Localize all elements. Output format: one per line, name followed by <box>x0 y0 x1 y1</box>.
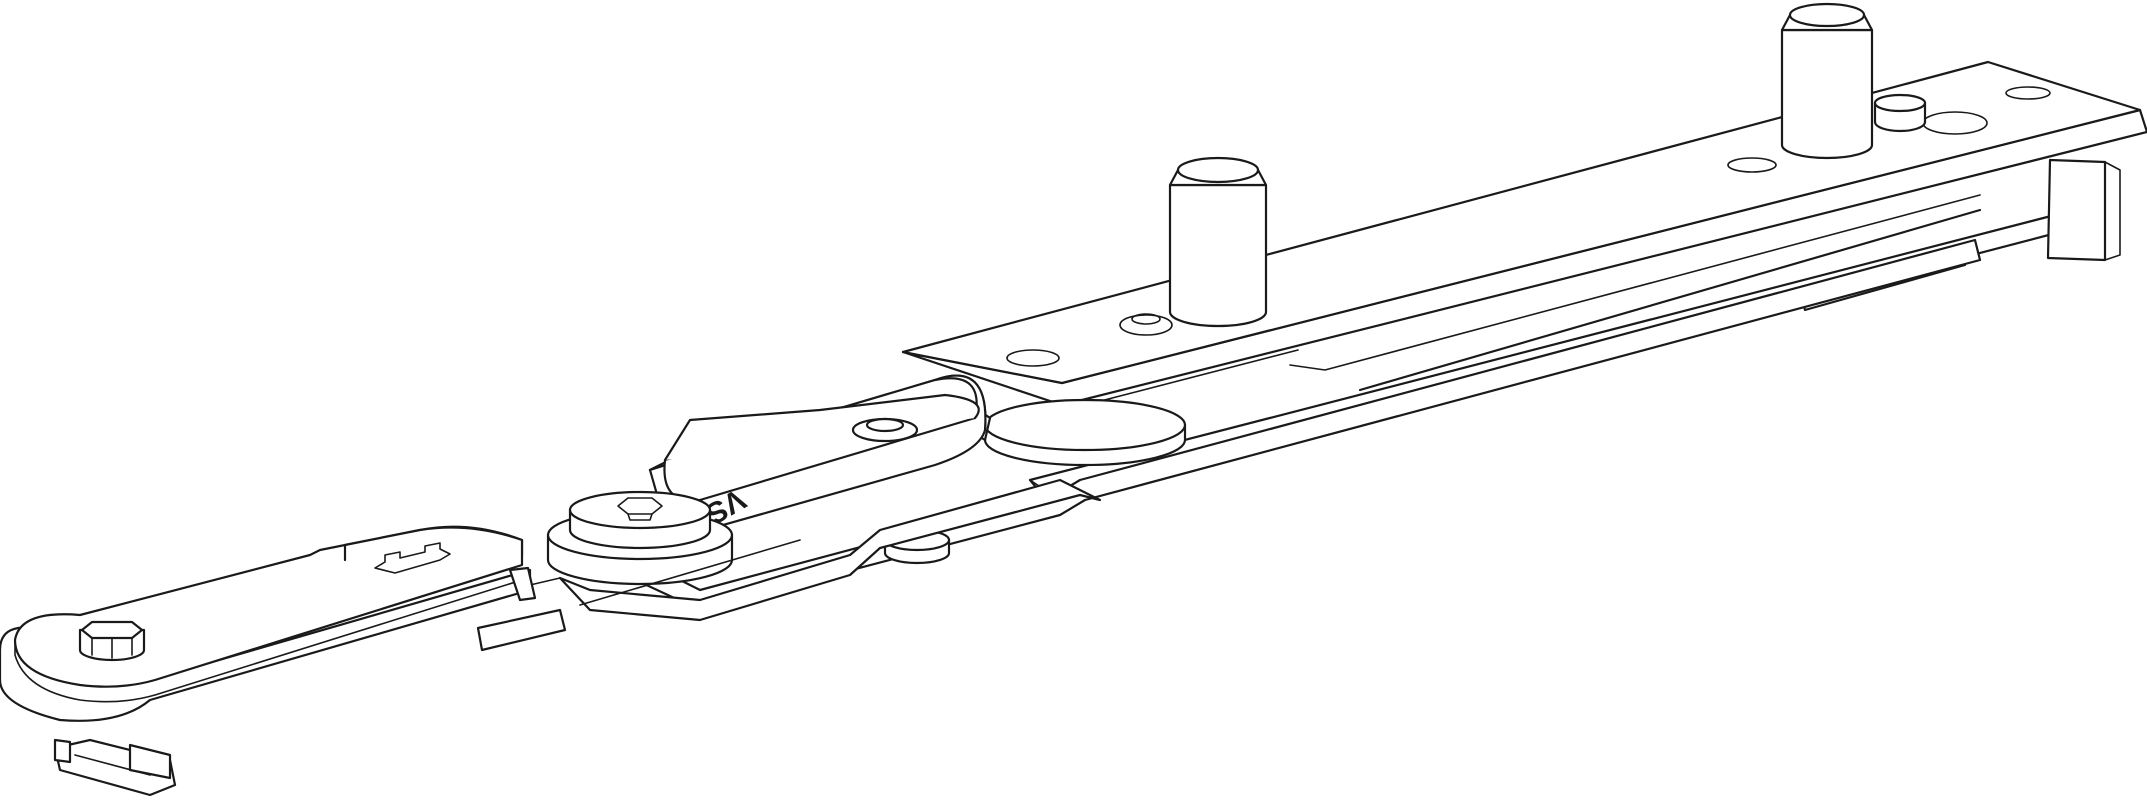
bottom-clamp <box>53 738 177 797</box>
hinge-disk <box>983 398 1187 467</box>
marked-arm: VS <box>648 374 992 542</box>
plate-hole-3 <box>1727 157 1777 173</box>
left-arm-plate <box>0 525 567 722</box>
pin-right <box>1780 2 1874 160</box>
front-strap <box>529 478 1102 622</box>
hex-bolt <box>78 620 146 662</box>
socket-head-screw <box>546 490 951 586</box>
keyed-slot <box>374 542 451 574</box>
plate-hole-5 <box>2005 86 2051 100</box>
pin-left <box>1168 156 1268 328</box>
plate-hole-1 <box>1006 349 1060 367</box>
plate-hole-2 <box>1119 314 1173 336</box>
